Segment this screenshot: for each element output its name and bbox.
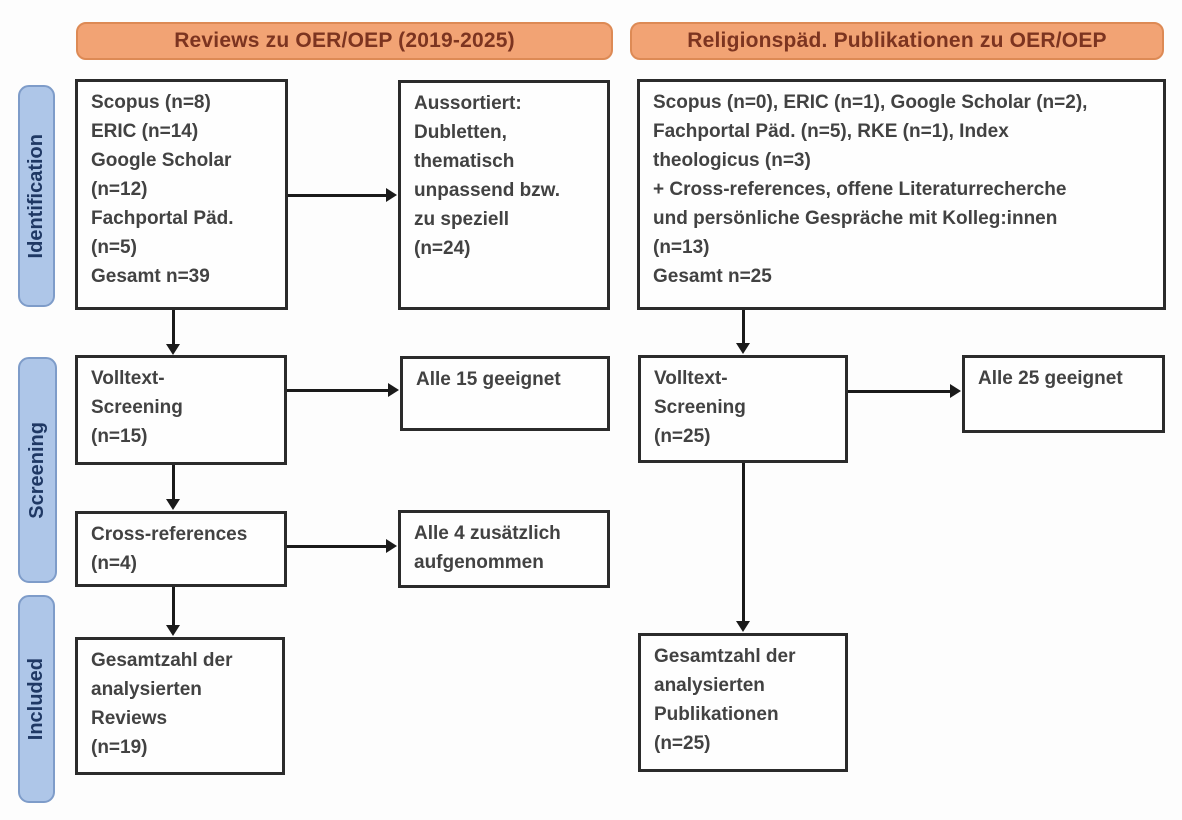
arrow-reviews-sources-to-fulltext [166,310,180,355]
box-religionspaed-sources: Scopus (n=0), ERIC (n=1), Google Scholar… [637,79,1166,310]
box-reviews-fulltext-screening: Volltext- Screening (n=15) [75,355,287,465]
arrow-reviews-crossref-to-included [166,587,180,636]
box-religionspaed-fulltext-screening: Volltext- Screening (n=25) [638,355,848,463]
box-religionspaed-fulltext-result: Alle 25 geeignet [962,355,1165,433]
arrow-reviews-sources-to-excluded [288,188,397,202]
arrow-religionspaed-fulltext-to-included [736,463,750,632]
arrow-reviews-fulltext-to-crossref [166,465,180,510]
box-reviews-fulltext-result: Alle 15 geeignet [400,356,610,431]
stage-label-included: Included [18,595,55,803]
stage-label-screening-text: Screening [26,421,48,519]
stage-label-included-text: Included [25,657,47,741]
box-religionspaed-included-total: Gesamtzahl der analysierten Publikatione… [638,633,848,772]
arrow-religionspaed-fulltext-to-result [848,384,961,398]
box-reviews-sources: Scopus (n=8) ERIC (n=14) Google Scholar … [75,79,288,310]
box-reviews-crossref-result: Alle 4 zusätzlich aufgenommen [398,510,610,588]
box-reviews-included-total: Gesamtzahl der analysierten Reviews (n=1… [75,637,285,775]
stage-label-identification: Identification [18,85,55,307]
box-reviews-crossreferences: Cross-references (n=4) [75,511,287,587]
stage-label-screening: Screening [18,357,57,583]
stage-label-identification-text: Identification [25,133,47,259]
arrow-reviews-crossref-to-result [287,539,397,553]
arrow-reviews-fulltext-to-result [287,383,399,397]
banner-religionspaed: Religionspäd. Publikationen zu OER/OEP [630,22,1164,60]
box-reviews-excluded: Aussortiert: Dubletten, thematisch unpas… [398,80,610,310]
arrow-religionspaed-sources-to-fulltext [736,310,750,354]
banner-reviews: Reviews zu OER/OEP (2019-2025) [76,22,613,60]
